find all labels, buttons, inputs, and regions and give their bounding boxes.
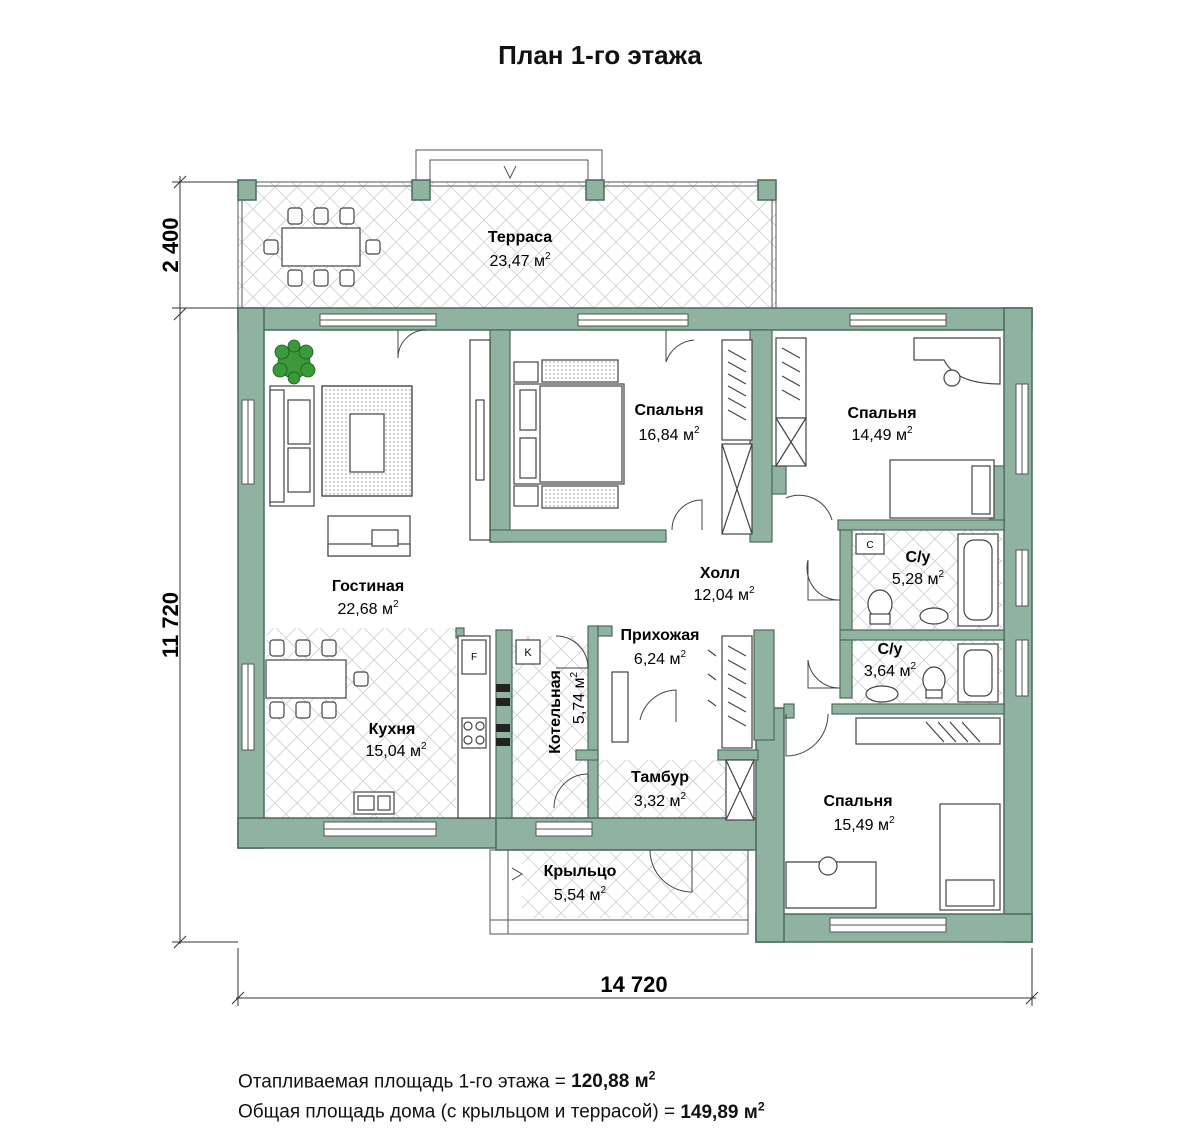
heated-area-value: 120,88 м2 xyxy=(571,1069,656,1093)
room-hall-area: 12,04 м2 xyxy=(693,585,755,604)
room-labels: Терраса 23,47 м2 Спальня 16,84 м2 Спальн… xyxy=(332,229,945,904)
kitchen-floor xyxy=(266,628,456,818)
bed1-furniture xyxy=(513,339,753,535)
room-bath2-area: 3,64 м2 xyxy=(864,661,917,680)
fridge-label: F xyxy=(471,652,477,663)
room-boiler-name: Котельная xyxy=(547,670,564,754)
room-porch-area: 5,54 м2 xyxy=(554,885,607,904)
boiler-and-entry-furniture xyxy=(515,635,755,821)
room-entry-area: 6,24 м2 xyxy=(634,649,687,668)
total-area-line: Общая площадь дома (с крыльцом и террасо… xyxy=(238,1094,765,1124)
boiler-floor xyxy=(512,636,588,818)
room-porch-name: Крыльцо xyxy=(544,863,617,880)
bathroom-fixtures xyxy=(855,533,999,703)
kitchen-furniture xyxy=(265,635,491,819)
dim-house-width: 14 720 xyxy=(600,972,667,997)
porch-structure xyxy=(489,849,749,935)
room-vestibule-name: Тамбур xyxy=(631,769,689,786)
room-hall-name: Холл xyxy=(700,565,740,582)
room-bath1-area: 5,28 м2 xyxy=(892,569,945,588)
room-kitchen-area: 15,04 м2 xyxy=(365,741,427,760)
area-summary: Отапливаемая площадь 1-го этажа = 120,88… xyxy=(238,1064,765,1125)
room-bed1-name: Спальня xyxy=(634,402,703,419)
terrace-columns xyxy=(237,179,777,201)
room-kitchen-name: Кухня xyxy=(369,721,416,738)
room-vestibule-area: 3,32 м2 xyxy=(634,791,687,810)
living-furniture xyxy=(269,339,491,557)
dim-terrace-depth: 2 400 xyxy=(158,217,183,272)
room-living-name: Гостиная xyxy=(332,578,404,595)
total-area-label: Общая площадь дома (с крыльцом и террасо… xyxy=(238,1101,681,1123)
bed2-furniture xyxy=(775,337,1001,519)
kitchen-radiators xyxy=(496,684,510,746)
bed3-furniture xyxy=(785,717,1001,911)
total-area-value: 149,89 м2 xyxy=(680,1099,765,1123)
room-bath1-name: С/у xyxy=(906,549,931,566)
dimension-lines xyxy=(172,175,1039,1006)
room-bath2-name: С/у xyxy=(878,641,903,658)
room-bed1-area: 16,84 м2 xyxy=(638,425,700,444)
porch-floor xyxy=(522,852,748,918)
bath-cabinet-label: C xyxy=(866,540,873,551)
room-living-area: 22,68 м2 xyxy=(337,599,399,618)
doors xyxy=(397,329,841,893)
windows xyxy=(241,313,1029,933)
room-bed2-name: Спальня xyxy=(847,405,916,422)
room-bed2-area: 14,49 м2 xyxy=(851,425,913,444)
dim-house-depth: 11 720 xyxy=(158,592,183,658)
plant-icon xyxy=(272,339,316,385)
room-bed3-name: Спальня xyxy=(823,793,892,810)
page-title: План 1-го этажа xyxy=(498,40,702,70)
room-boiler-area: 5,74 м2 xyxy=(569,671,588,724)
room-terrace-area: 23,47 м2 xyxy=(489,251,551,270)
room-entry-name: Прихожая xyxy=(621,627,700,644)
room-bed3-area: 15,49 м2 xyxy=(833,815,895,834)
room-terrace-name: Терраса xyxy=(488,229,552,246)
boiler-unit-label: K xyxy=(524,647,532,659)
heated-area-label: Отапливаемая площадь 1-го этажа = xyxy=(238,1071,572,1093)
terrace-dining-table xyxy=(263,207,381,287)
heated-area-line: Отапливаемая площадь 1-го этажа = 120,88… xyxy=(238,1064,765,1094)
